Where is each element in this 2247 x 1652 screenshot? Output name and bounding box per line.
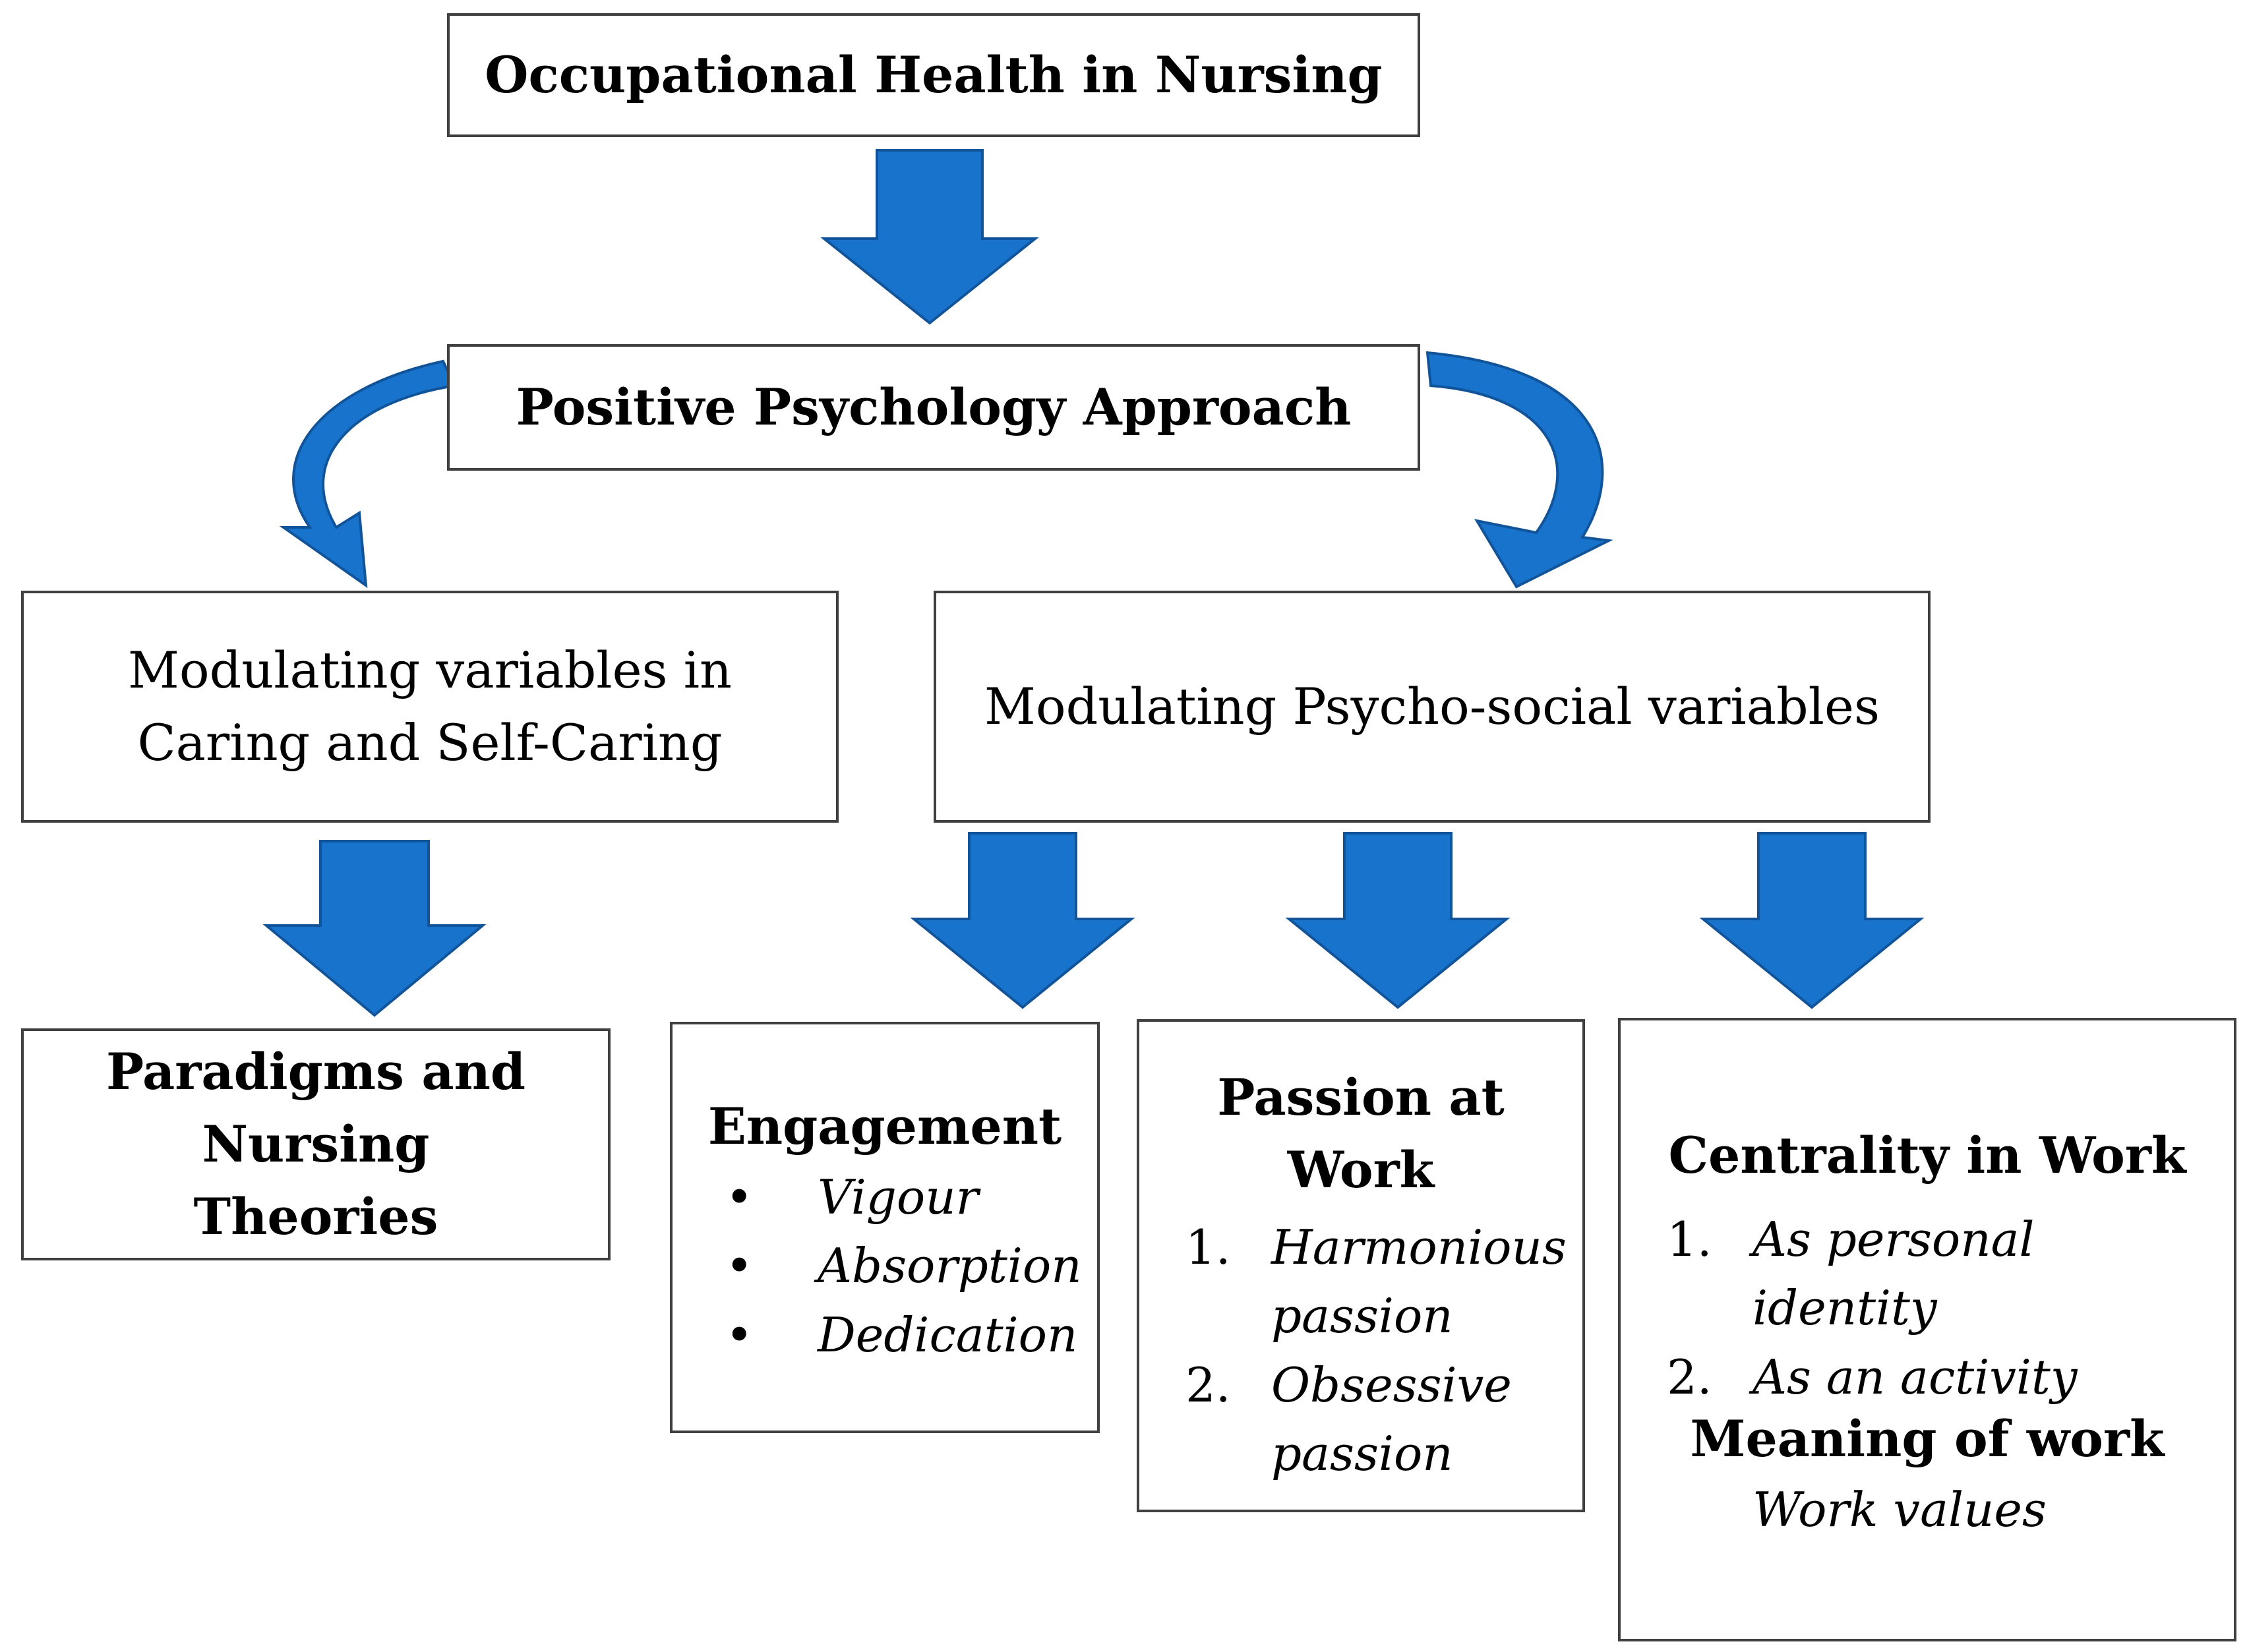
engagement-list: • Vigour • Absorption • Dedication	[725, 1163, 1082, 1369]
block-arrow-to-paradigms	[262, 840, 487, 1017]
engagement-item-dedication: Dedication	[818, 1307, 1078, 1363]
list-item: • Dedication	[725, 1301, 1082, 1369]
list-item: • Vigour	[725, 1163, 1082, 1231]
engagement-item-absorption: Absorption	[818, 1238, 1082, 1294]
node-paradigms: Paradigms and Nursing Theories	[21, 1028, 611, 1260]
node-positive-psychology: Positive Psychology Approach	[447, 344, 1420, 471]
list-item: 2. As an activity	[1667, 1343, 2234, 1411]
node-psychosocial-variables-label: Modulating Psycho-social variables	[984, 676, 1880, 736]
list-number: 1.	[1185, 1220, 1231, 1275]
passion-item-harmonious: Harmonious passion	[1271, 1220, 1567, 1344]
list-number: 2.	[1185, 1357, 1231, 1413]
bullet-marker: •	[725, 1238, 754, 1294]
centrality-item-activity: As an activity	[1753, 1349, 2078, 1405]
list-item: • Absorption	[725, 1231, 1082, 1300]
centrality-list: 1. As personal identity 2. As an activit…	[1667, 1205, 2234, 1411]
node-engagement: Engagement • Vigour • Absorption • Dedic…	[670, 1022, 1100, 1433]
node-caring-variables: Modulating variables in Caring and Self-…	[21, 591, 839, 823]
curved-arrow-to-psychosocial	[1425, 351, 1613, 589]
passion-list: 1. Harmonious passion 2. Obsessive passi…	[1185, 1213, 1567, 1489]
block-arrow-to-centrality	[1699, 832, 1925, 1009]
passion-title: Passion at Work	[1217, 1068, 1505, 1200]
list-item: 1. Harmonious passion	[1185, 1213, 1567, 1351]
bullet-marker: •	[725, 1307, 754, 1363]
engagement-item-vigour: Vigour	[818, 1169, 978, 1225]
block-arrow-to-passion	[1285, 832, 1511, 1009]
engagement-title: Engagement	[707, 1097, 1062, 1156]
meaning-title: Meaning of work	[1690, 1409, 2165, 1468]
node-paradigms-label: Paradigms and Nursing Theories	[105, 1042, 526, 1247]
bullet-marker: •	[725, 1169, 754, 1225]
list-number: 2.	[1667, 1349, 1712, 1405]
block-arrow-to-engagement	[910, 832, 1135, 1009]
list-item: 1. As personal identity	[1667, 1205, 2234, 1343]
meaning-item-work-values: Work values	[1753, 1482, 2047, 1537]
list-item: 2. Obsessive passion	[1185, 1351, 1542, 1489]
node-psychosocial-variables: Modulating Psycho-social variables	[934, 591, 1931, 823]
node-positive-psychology-label: Positive Psychology Approach	[516, 377, 1352, 436]
curved-arrow-to-caring	[279, 359, 457, 589]
node-caring-variables-label: Modulating variables in Caring and Self-…	[128, 640, 732, 772]
node-passion: Passion at Work 1. Harmonious passion 2.…	[1137, 1019, 1585, 1512]
centrality-title: Centrality in Work	[1668, 1126, 2186, 1185]
list-number: 1.	[1667, 1212, 1712, 1267]
block-arrow-root-to-approach	[820, 149, 1039, 325]
centrality-item-identity: As personal identity	[1753, 1212, 2035, 1336]
passion-item-obsessive: Obsessive passion	[1271, 1357, 1512, 1482]
node-occupational-health: Occupational Health in Nursing	[447, 13, 1420, 137]
node-centrality: Centrality in Work 1. As personal identi…	[1618, 1018, 2236, 1641]
node-occupational-health-label: Occupational Health in Nursing	[485, 45, 1383, 104]
